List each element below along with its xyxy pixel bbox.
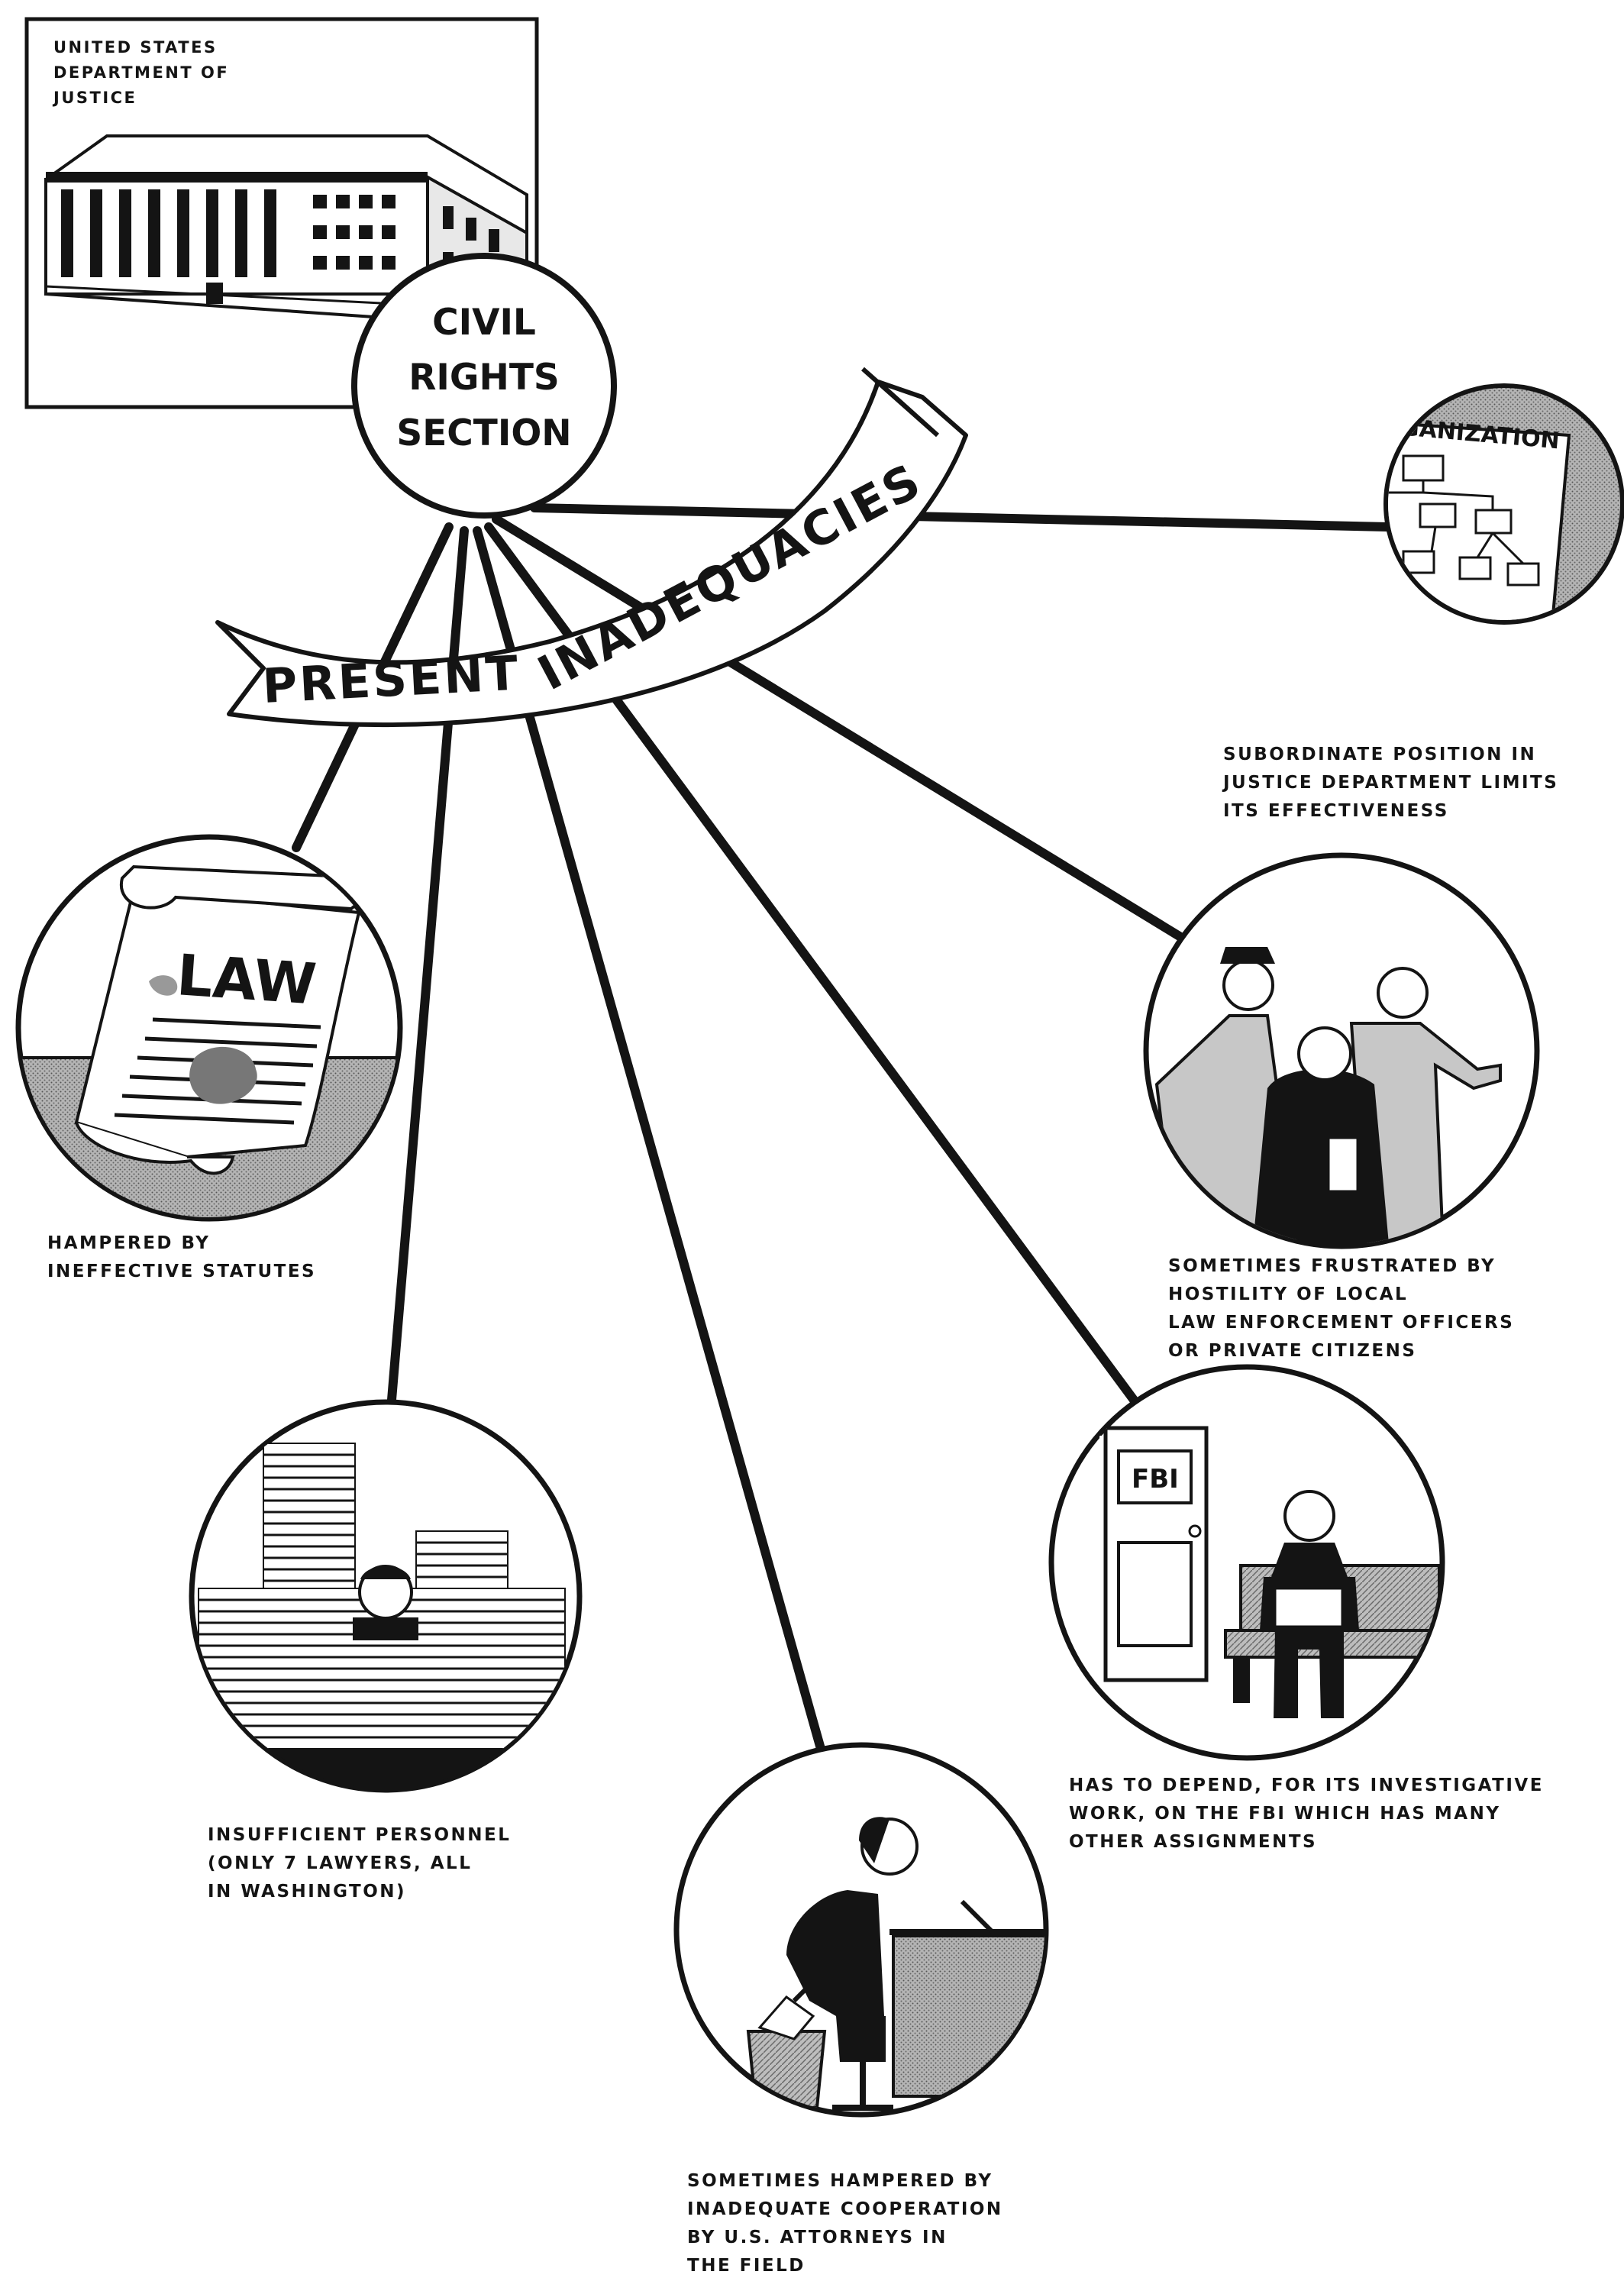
civil-rights-section-hub: CIVIL RIGHTS SECTION <box>351 253 617 519</box>
fbi-waiting-icon: FBI <box>1048 1364 1445 1761</box>
paperwork-stacks-icon <box>189 1399 583 1793</box>
caption-personnel: INSUFFICIENT PERSONNEL (ONLY 7 LAWYERS, … <box>208 1825 512 1902</box>
caption-organization: SUBORDINATE POSITION IN JUSTICE DEPARTME… <box>1223 745 1559 821</box>
organization-chart-icon: ORGANIZATION <box>1383 383 1624 625</box>
hub-line-3: SECTION <box>396 412 571 454</box>
law-sign-label: LAW <box>175 942 318 1018</box>
connector-organization <box>530 503 1393 532</box>
wastebasket-desk-icon <box>673 1742 1049 2118</box>
connector-hostile <box>492 515 1187 942</box>
justice-building-label: UNITED STATES DEPARTMENT OF JUSTICE <box>53 35 229 111</box>
justice-label-line-1: UNITED STATES <box>53 38 218 57</box>
hub-line-1: CIVIL <box>432 302 536 344</box>
connector-attorneys <box>473 526 825 1753</box>
fbi-sign-label: FBI <box>1132 1464 1179 1494</box>
caption-law: HAMPERED BY INEFFECTIVE STATUTES <box>47 1233 317 1281</box>
caption-attorneys: SOMETIMES HAMPERED BY INADEQUATE COOPERA… <box>687 2171 1003 2276</box>
caption-hostility: SOMETIMES FRUSTRATED BY HOSTILITY OF LOC… <box>1168 1256 1515 1361</box>
law-scroll-icon: LAW <box>15 834 403 1222</box>
justice-label-line-3: JUSTICE <box>53 89 137 107</box>
hostile-officers-icon <box>1143 852 1540 1249</box>
justice-label-line-2: DEPARTMENT OF <box>53 63 230 82</box>
hub-line-2: RIGHTS <box>408 357 560 399</box>
caption-fbi: HAS TO DEPEND, FOR ITS INVESTIGATIVE WOR… <box>1069 1776 1544 1852</box>
banner-word-present: PRESENT <box>261 645 521 714</box>
